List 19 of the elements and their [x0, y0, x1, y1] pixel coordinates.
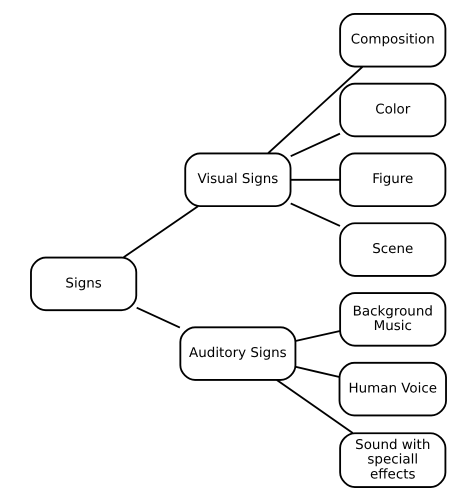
- connector: [290, 202, 340, 226]
- connector: [267, 66, 363, 154]
- node-box: Figure: [338, 152, 446, 207]
- node-box: Color: [338, 82, 446, 137]
- node-box: Sound with speciall effects: [338, 432, 446, 488]
- connector: [290, 178, 340, 180]
- node-box: Background Music: [338, 292, 446, 346]
- connector: [290, 132, 340, 156]
- connector: [122, 205, 198, 258]
- connector: [294, 365, 340, 378]
- node-box: Composition: [338, 12, 446, 67]
- node-box: Signs: [30, 256, 137, 311]
- connector: [136, 306, 180, 328]
- node-box: Auditory Signs: [178, 326, 296, 380]
- node-box: Human Voice: [338, 361, 446, 416]
- node-box: Visual Signs: [184, 152, 291, 207]
- connector: [276, 378, 353, 434]
- node-box: Scene: [338, 222, 446, 276]
- connector: [294, 330, 340, 342]
